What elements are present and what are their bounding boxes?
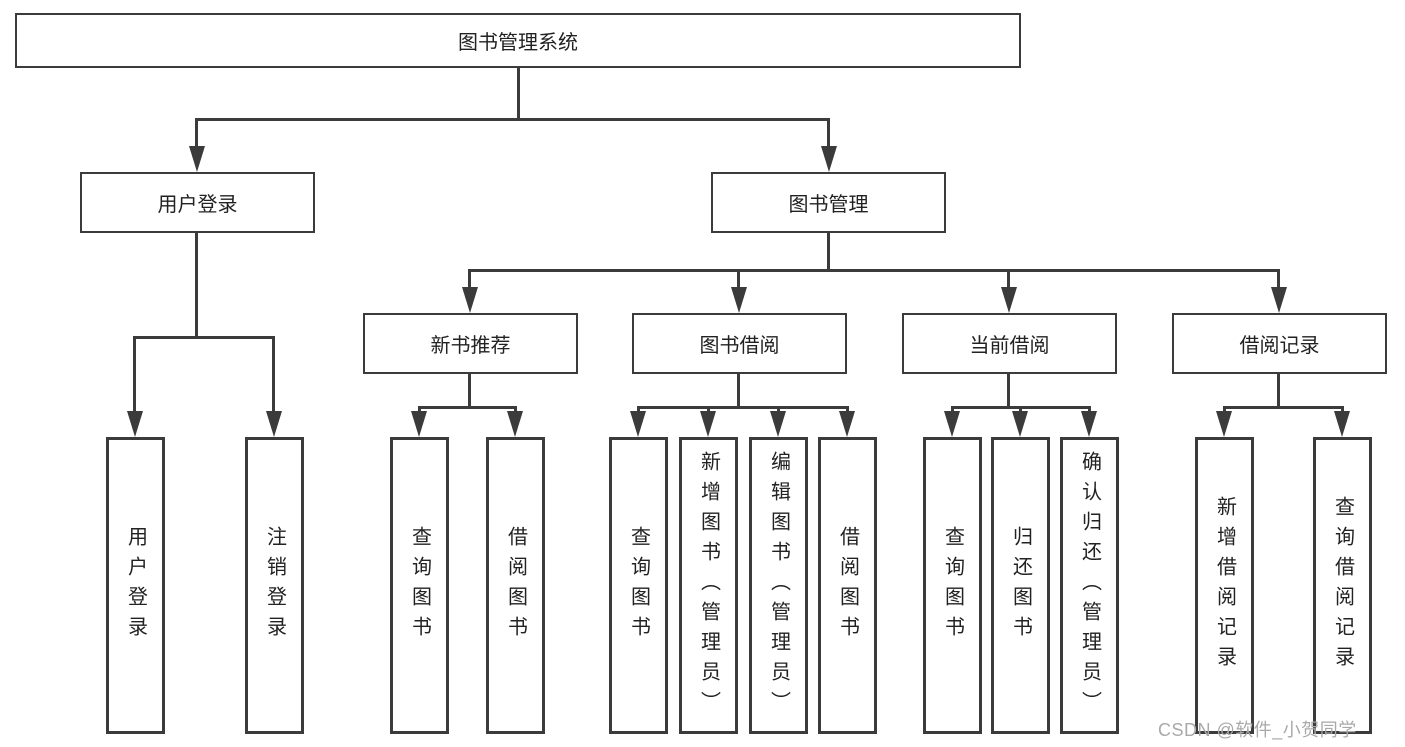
connector-root-split: [197, 118, 830, 121]
node-library-management-system: 图书管理系统: [15, 13, 1021, 68]
node-book-management: 图书管理: [711, 172, 946, 233]
connector-book-management-drop-2: [737, 269, 740, 289]
arrow-down-icon: [1012, 411, 1028, 437]
connector-borrow-records-drop-2: [1341, 406, 1344, 414]
leaf-label: 查询图书: [941, 525, 964, 646]
arrow-down-icon: [821, 146, 837, 172]
connector-new-book-recommend-stem: [468, 374, 471, 406]
leaf-query-books-borrow: 查询图书: [609, 437, 668, 734]
arrow-down-icon: [411, 411, 427, 437]
leaf-label: 新增图书（管理员）: [697, 450, 720, 721]
connector-user-login-stem: [195, 233, 198, 336]
node-borrow-records: 借阅记录: [1172, 313, 1387, 374]
connector-borrow-records-drop-1: [1223, 406, 1226, 414]
arrow-down-icon: [1334, 411, 1350, 437]
connector-user-login-split: [134, 336, 275, 339]
connector-book-borrow-drop-2: [707, 406, 710, 414]
connector-root-stem: [517, 68, 520, 118]
leaf-label: 查询图书: [627, 525, 650, 646]
leaf-logout: 注销登录: [245, 437, 304, 734]
connector-current-borrow-stem: [1007, 374, 1010, 406]
connector-user-login-drop-1: [133, 336, 136, 414]
node-label: 用户登录: [157, 194, 238, 216]
arrow-down-icon: [507, 411, 523, 437]
arrow-down-icon: [630, 411, 646, 437]
leaf-query-borrow-record: 查询借阅记录: [1313, 437, 1372, 734]
connector-current-borrow-drop-2: [1019, 406, 1022, 414]
connector-book-borrow-drop-1: [637, 406, 640, 414]
arrow-down-icon: [944, 411, 960, 437]
node-label: 图书管理系统: [458, 32, 578, 54]
arrow-down-icon: [1081, 411, 1097, 437]
leaf-label: 归还图书: [1009, 525, 1032, 646]
node-user-login: 用户登录: [80, 172, 315, 233]
connector-book-management-split: [469, 269, 1280, 272]
connector-book-management-drop-1: [468, 269, 471, 289]
connector-book-borrow-drop-3: [777, 406, 780, 414]
leaf-label: 查询借阅记录: [1331, 495, 1354, 676]
connector-new-book-recommend-drop-1: [418, 406, 421, 414]
connector-book-management-drop-3: [1007, 269, 1010, 289]
connector-new-book-recommend-split: [419, 406, 516, 409]
leaf-user-login: 用户登录: [106, 437, 165, 734]
connector-current-borrow-drop-1: [951, 406, 954, 414]
leaf-label: 确认归还（管理员）: [1078, 450, 1101, 721]
connector-book-management-drop-4: [1277, 269, 1280, 289]
node-current-borrow: 当前借阅: [902, 313, 1117, 374]
connector-book-borrow-drop-4: [846, 406, 849, 414]
arrow-down-icon: [1216, 411, 1232, 437]
connector-new-book-recommend-drop-2: [514, 406, 517, 414]
node-label: 新书推荐: [430, 335, 511, 357]
leaf-query-books-current: 查询图书: [923, 437, 982, 734]
node-new-book-recommend: 新书推荐: [363, 313, 578, 374]
arrow-down-icon: [700, 411, 716, 437]
connector-current-borrow-drop-3: [1088, 406, 1091, 414]
arrow-down-icon: [839, 411, 855, 437]
leaf-label: 借阅图书: [836, 525, 859, 646]
connector-borrow-records-split: [1224, 406, 1343, 409]
leaf-add-book-admin: 新增图书（管理员）: [679, 437, 738, 734]
node-label: 借阅记录: [1239, 335, 1320, 357]
leaf-return-book: 归还图书: [991, 437, 1050, 734]
arrow-down-icon: [1271, 287, 1287, 313]
leaf-edit-book-admin: 编辑图书（管理员）: [749, 437, 808, 734]
node-label: 图书借阅: [699, 335, 780, 357]
watermark: CSDN @软件_小贺同学: [1158, 720, 1357, 740]
arrow-down-icon: [266, 411, 282, 437]
leaf-label: 编辑图书（管理员）: [767, 450, 790, 721]
arrow-down-icon: [462, 287, 478, 313]
leaf-borrow-books-recommend: 借阅图书: [486, 437, 545, 734]
arrow-down-icon: [189, 146, 205, 172]
leaf-confirm-return-admin: 确认归还（管理员）: [1060, 437, 1119, 734]
arrow-down-icon: [731, 287, 747, 313]
connector-book-management-stem: [827, 233, 830, 269]
node-label: 当前借阅: [969, 335, 1050, 357]
leaf-label: 借阅图书: [504, 525, 527, 646]
connector-book-borrow-split: [638, 406, 848, 409]
leaf-label: 用户登录: [124, 525, 147, 646]
arrow-down-icon: [770, 411, 786, 437]
leaf-label: 新增借阅记录: [1213, 495, 1236, 676]
leaf-query-books-recommend: 查询图书: [390, 437, 449, 734]
leaf-label: 查询图书: [408, 525, 431, 646]
leaf-label: 注销登录: [263, 525, 286, 646]
connector-root-drop-right: [827, 118, 830, 150]
node-label: 图书管理: [788, 194, 869, 216]
leaf-borrow-books: 借阅图书: [818, 437, 877, 734]
connector-borrow-records-stem: [1277, 374, 1280, 406]
connector-user-login-drop-2: [272, 336, 275, 414]
connector-book-borrow-stem: [737, 374, 740, 406]
connector-root-drop-left: [195, 118, 198, 150]
arrow-down-icon: [1001, 287, 1017, 313]
leaf-add-borrow-record: 新增借阅记录: [1195, 437, 1254, 734]
node-book-borrow: 图书借阅: [632, 313, 847, 374]
arrow-down-icon: [127, 411, 143, 437]
